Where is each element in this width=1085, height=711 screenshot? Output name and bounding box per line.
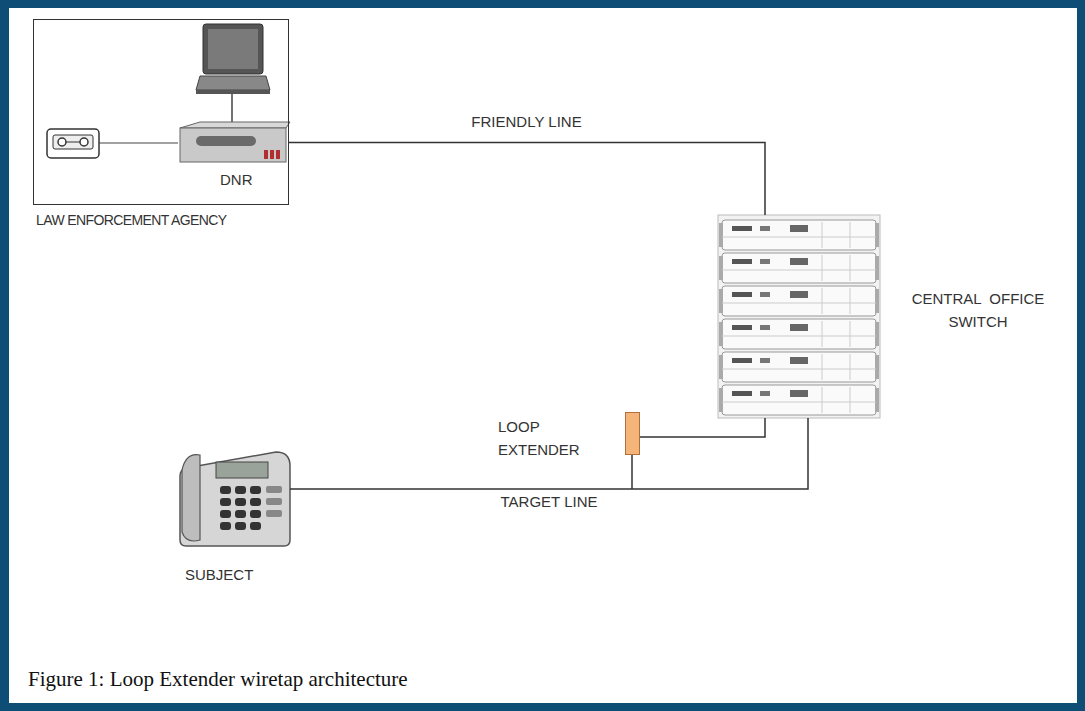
wire-connector xyxy=(640,418,765,437)
line-label: FRIENDLY LINE xyxy=(468,113,584,131)
node-label: DNR xyxy=(220,168,253,191)
switch-rack-icon xyxy=(718,215,880,418)
telephone-icon xyxy=(180,452,290,546)
node-label: LOOP EXTENDER xyxy=(498,415,606,461)
node-label: SUBJECT xyxy=(185,563,253,586)
loop-extender-box: LOOP EXTENDER xyxy=(625,412,640,455)
wire-connector xyxy=(288,143,765,216)
subject-phone: SUBJECT xyxy=(180,450,290,546)
laptop-icon xyxy=(196,24,270,123)
dnr-device-icon xyxy=(180,122,290,162)
tap-wire xyxy=(631,455,633,489)
node-label: CENTRAL OFFICE SWITCH xyxy=(884,287,1072,333)
agency-box: LAW ENFORCEMENT AGENCYDNR xyxy=(33,19,289,205)
dnr-device: DNR xyxy=(178,122,288,163)
switch-node: CENTRAL OFFICE SWITCH xyxy=(718,215,880,418)
tape-recorder-icon xyxy=(47,129,178,158)
line-label: TARGET LINE xyxy=(498,493,601,511)
node-label: LAW ENFORCEMENT AGENCY xyxy=(36,209,227,232)
figure-caption: Figure 1: Loop Extender wiretap architec… xyxy=(28,667,408,692)
